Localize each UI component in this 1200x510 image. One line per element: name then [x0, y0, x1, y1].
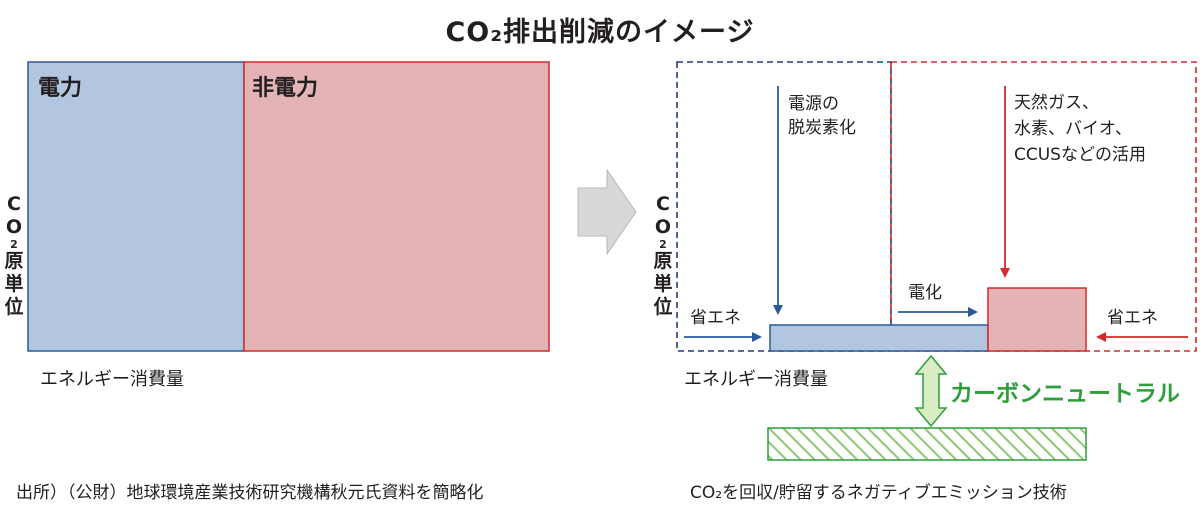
left-y-axis-label: C O 2 原 単 位 — [1, 193, 27, 319]
other-measures-label: 天然ガス、 水素、バイオ、 CCUSなどの活用 — [1014, 90, 1146, 168]
y-axis-char: 原 — [4, 250, 24, 272]
non-electric-reduced-block — [987, 287, 1087, 352]
y-axis-char: 位 — [4, 296, 24, 318]
other-measures-line: 水素、バイオ、 — [1014, 119, 1132, 139]
y-axis-c: C — [7, 193, 21, 215]
energy-saving-left-label: 省エネ — [690, 308, 741, 328]
right-x-axis-label: エネルギー消費量 — [684, 369, 828, 390]
decarbonize-power-line: 脱炭素化 — [788, 118, 856, 138]
carbon-neutral-label: カーボンニュートラル — [950, 381, 1180, 407]
right-y-axis-label: C O 2 原 単 位 — [650, 193, 676, 319]
carbon-neutral-double-arrow-icon — [914, 354, 948, 428]
source-note: 出所）（公財）地球環境産業技術研究機構秋元氏資料を簡略化 — [16, 483, 484, 503]
y-axis-char: 原 — [653, 250, 673, 272]
negative-emission-bar — [767, 427, 1087, 461]
y-axis-char: 単 — [653, 273, 673, 295]
transition-arrow-icon — [577, 168, 637, 256]
y-axis-char: 位 — [653, 296, 673, 318]
other-measures-line: 天然ガス、 — [1014, 93, 1099, 113]
energy-saving-right-label: 省エネ — [1107, 308, 1158, 328]
other-measures-line: CCUSなどの活用 — [1014, 145, 1146, 165]
electrification-label: 電化 — [908, 283, 942, 303]
y-axis-c: C — [656, 193, 670, 215]
non-electric-dashed-frame — [890, 61, 1197, 352]
left-x-axis-label: エネルギー消費量 — [40, 369, 184, 390]
y-axis-sub: 2 — [10, 238, 18, 251]
negative-emission-note: CO₂を回収/貯留するネガティブエミッション技術 — [690, 483, 1067, 503]
non-electric-block — [243, 61, 550, 352]
electric-label: 電力 — [38, 76, 83, 101]
non-electric-label: 非電力 — [252, 76, 319, 101]
electric-reduced-block — [769, 324, 989, 352]
y-axis-char: 単 — [4, 273, 24, 295]
y-axis-sub: 2 — [659, 238, 667, 251]
y-axis-o: O — [5, 216, 23, 238]
electric-block — [27, 61, 245, 352]
y-axis-o: O — [654, 216, 672, 238]
page-title: CO₂排出削減のイメージ — [445, 17, 755, 48]
decarbonize-power-label: 電源の 脱炭素化 — [788, 92, 856, 140]
decarbonize-power-line: 電源の — [788, 94, 839, 114]
